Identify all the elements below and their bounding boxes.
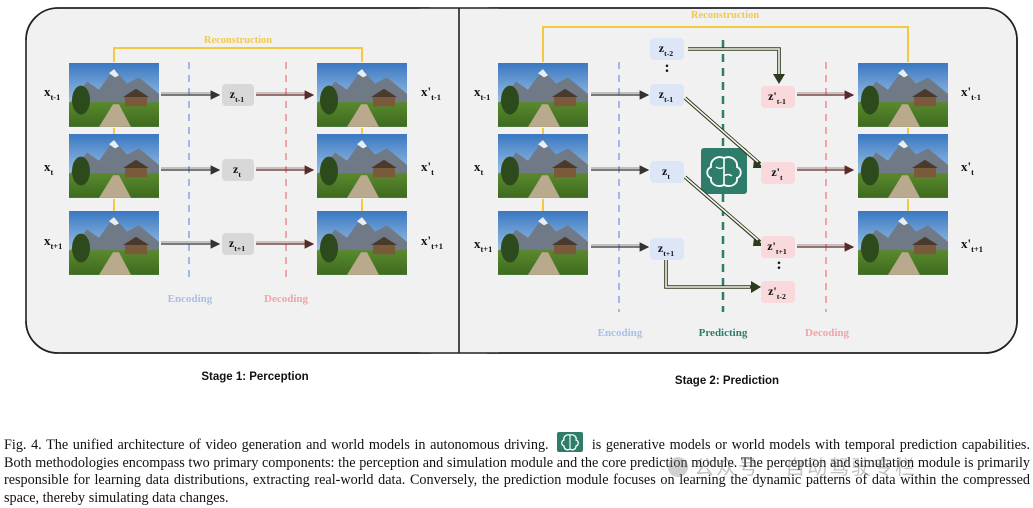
stage1-input-frame-2: [69, 134, 159, 198]
stage2-encoding-label: Encoding: [598, 327, 643, 339]
stage2-output-label-1: x't-1: [961, 84, 981, 102]
stage1-latent-2: zt: [233, 162, 241, 179]
watermark-logo-icon: [668, 457, 688, 477]
inline-model-icon: [557, 432, 584, 452]
stage1-output-label-3: x't+1: [421, 233, 443, 251]
stage1-output-label-2: x't: [421, 159, 434, 177]
stage2-decoding-label: Decoding: [805, 327, 850, 339]
stage2-latent-2: zt-1: [659, 87, 674, 104]
stage2-latent-3-box: [650, 161, 684, 183]
stage2-input-frame-1: [498, 63, 588, 127]
caption-part1: Fig. 4. The unified architecture of vide…: [4, 437, 549, 453]
stage2-input-label-3: xt+1: [474, 236, 492, 254]
stage1-output-frame-3: [317, 211, 407, 275]
stage1-input-label-2: xt: [44, 159, 54, 177]
stage1-latent-1: zt-1: [230, 87, 245, 104]
stage2-output-frame-3: [858, 211, 948, 275]
architecture-figure: Reconstruction Encoding Decoding xt-1 zt-…: [25, 7, 1018, 387]
model-icon: [701, 148, 747, 194]
stage2-latent-4-box: [650, 238, 684, 260]
stage2-latent-3: zt: [662, 164, 670, 181]
stage2-output-label-2: x't: [961, 159, 974, 177]
stage1-reconstruction-label: Reconstruction: [204, 35, 272, 46]
stage2-latent-2-box: [650, 84, 684, 106]
stage2-latent-1: zt-2: [659, 41, 674, 58]
stage1-output-frame-1: [317, 63, 407, 127]
stage1-output-label-1: x't-1: [421, 84, 441, 102]
stage1-latent-3: zt+1: [229, 236, 245, 253]
stage2-ellipsis-1: :: [664, 59, 669, 76]
stage2-predicted-2: z't: [771, 165, 783, 182]
stage2-input-label-1: xt-1: [474, 84, 490, 102]
stage2-input-frame-2: [498, 134, 588, 198]
stage1-input-frame-3: [69, 211, 159, 275]
watermark: 公众号 · 自动驾驶专栏: [668, 451, 917, 480]
stage2-output-frame-1: [858, 63, 948, 127]
stage1-input-frame-1: [69, 63, 159, 127]
stage1-output-frame-2: [317, 134, 407, 198]
stage1-encoding-label: Encoding: [168, 293, 213, 305]
stage1-latent-2-box: [222, 159, 254, 181]
stage1-input-label-3: xt+1: [44, 233, 62, 251]
stage2-predicting-label: Predicting: [699, 327, 748, 339]
stage1-latent-3-box: [222, 233, 254, 255]
caption-part2: is generative models or world models wit…: [4, 437, 1031, 506]
stage2-latent-1-box: [650, 38, 684, 60]
stage2-title: Stage 2: Prediction: [675, 375, 779, 387]
stage2-predicted-3: z't+1: [767, 239, 787, 256]
stage2-predicted-4: z't-2: [768, 284, 786, 301]
stage1-reconstruction-bracket: [113, 47, 363, 62]
figure-caption: Fig. 4. The unified architecture of vide…: [4, 432, 1030, 507]
stage1-latent-1-box: [222, 84, 254, 106]
stage2-reconstruction-label: Reconstruction: [691, 10, 759, 21]
stage2-input-frame-3: [498, 211, 588, 275]
stage2-reconstruction-bracket: [542, 26, 909, 62]
stage2-output-label-3: x't+1: [961, 236, 983, 254]
stage2-predicted-2-box: [761, 162, 795, 184]
stage1-title: Stage 1: Perception: [201, 371, 308, 383]
stage2-latent-4: zt+1: [658, 241, 674, 258]
stage2-predicted-3-box: [761, 236, 795, 258]
stage2-predicted-1: z't-1: [768, 89, 786, 106]
stage2-predicted-4-box: [761, 281, 795, 303]
stage2-ellipsis-2: :: [776, 256, 781, 273]
stage2-predicted-1-box: [761, 86, 795, 108]
stage2-input-label-2: xt: [474, 159, 484, 177]
stage1-decoding-label: Decoding: [264, 293, 309, 305]
stage1-input-label-1: xt-1: [44, 84, 60, 102]
stage2-output-frame-2: [858, 134, 948, 198]
watermark-text: 公众号 · 自动驾驶专栏: [694, 455, 918, 479]
